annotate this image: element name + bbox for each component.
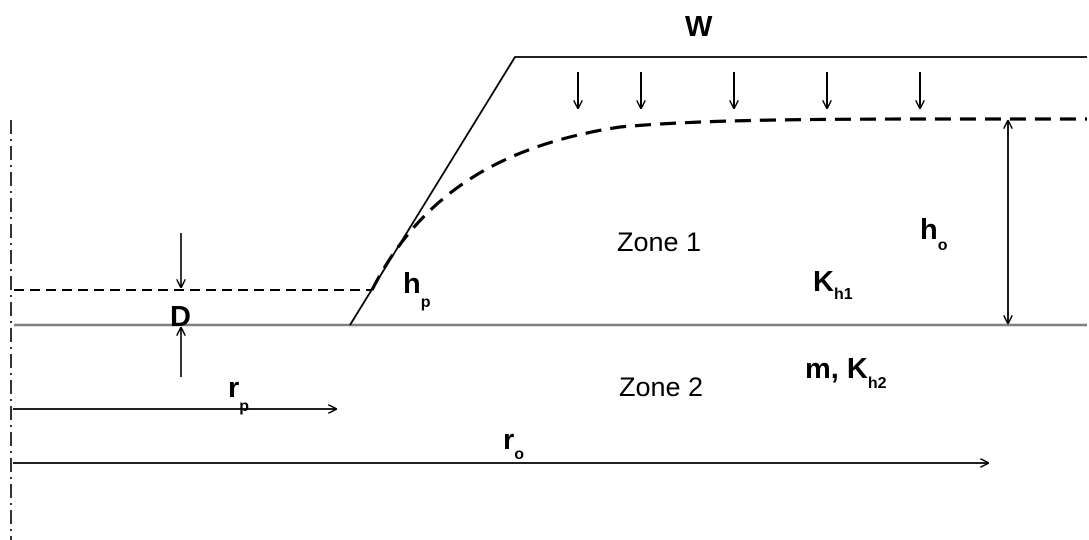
ro-sub: o (514, 446, 524, 463)
kh1-label: Kh1 (813, 266, 853, 303)
recharge-arrows (578, 72, 920, 108)
ro-main: r (503, 424, 514, 456)
hp-sub: p (421, 294, 431, 311)
kh1-main: K (813, 266, 834, 298)
kh2-sub: h2 (868, 375, 887, 392)
ho-main: h (920, 214, 938, 246)
kh2-prefix: m, K (805, 353, 868, 385)
zone-1-label: Zone 1 (617, 227, 701, 257)
recharge-label: W (685, 11, 713, 43)
hp-label: hp (403, 268, 431, 311)
zone-2-label: Zone 2 (619, 372, 703, 402)
phreatic-surface-curve (370, 117, 1088, 291)
rp-sub: p (239, 398, 249, 415)
embankment-outline (349, 56, 1087, 326)
hp-main: h (403, 268, 421, 300)
ho-label: ho (920, 214, 948, 254)
d-label: D (170, 301, 191, 333)
ro-label: ro (503, 424, 524, 463)
rp-label: rp (228, 372, 249, 415)
kh1-sub: h1 (834, 286, 853, 303)
kh2-label: m, Kh2 (805, 353, 887, 392)
ho-sub: o (938, 237, 948, 254)
rp-main: r (228, 372, 239, 404)
